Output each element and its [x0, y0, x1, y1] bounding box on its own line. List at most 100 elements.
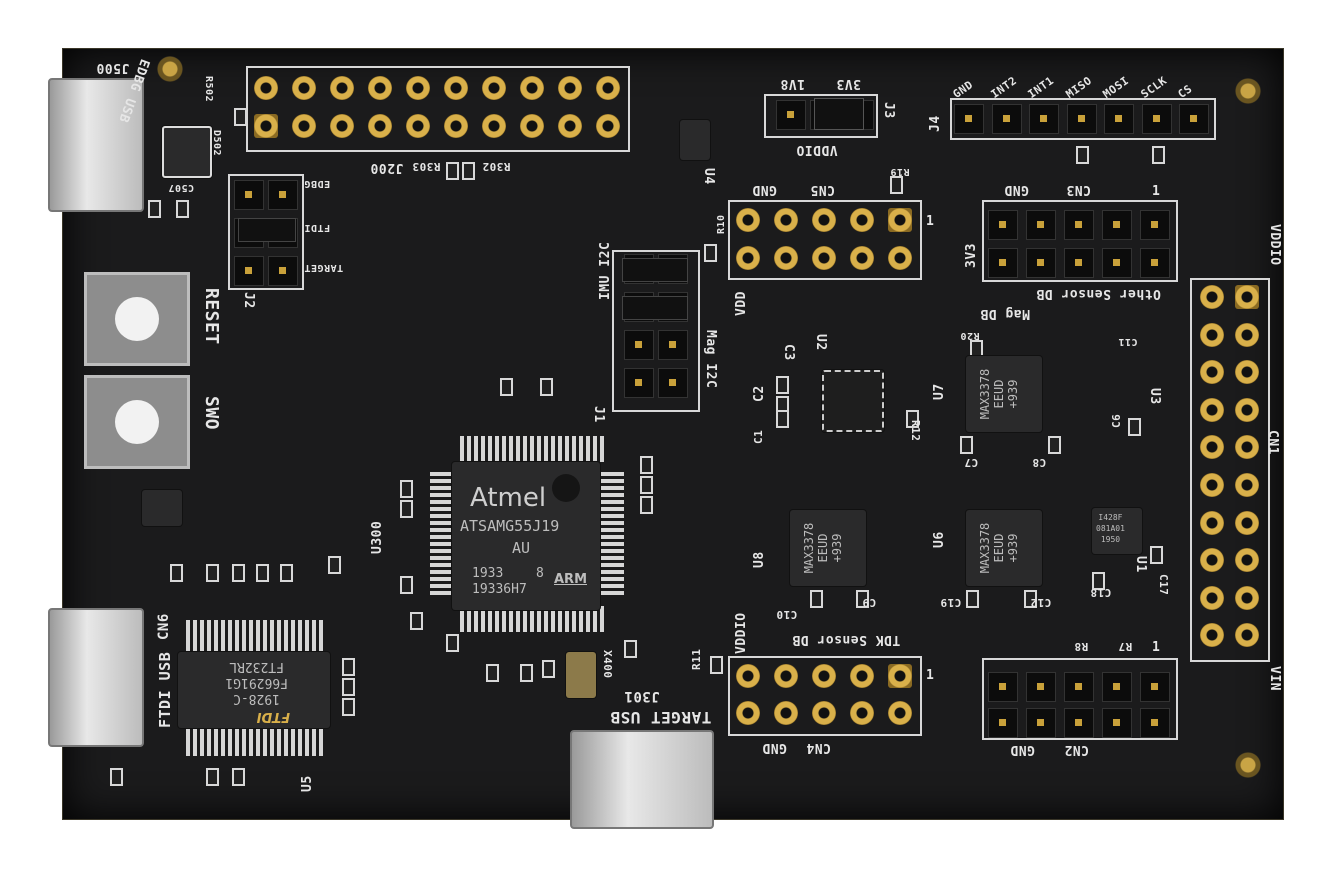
cn1-pin[interactable]: [1235, 435, 1259, 460]
j200-pin[interactable]: [330, 76, 354, 100]
cn5-pin[interactable]: [812, 208, 836, 232]
cn1-pin[interactable]: [1200, 473, 1224, 497]
j200-pin[interactable]: [596, 114, 620, 138]
j4-pin[interactable]: [1179, 104, 1209, 134]
j3-pin[interactable]: [776, 100, 806, 130]
cn5-pin[interactable]: [774, 208, 798, 232]
j200-pin[interactable]: [558, 76, 582, 100]
j4-pin[interactable]: [991, 104, 1022, 134]
cn2-pin[interactable]: [1102, 672, 1132, 702]
cn3-pin[interactable]: [1102, 210, 1132, 240]
j200-pin[interactable]: [520, 114, 544, 138]
j200-pin[interactable]: [520, 76, 544, 100]
cn1-pin[interactable]: [1235, 360, 1259, 385]
jumper-cap[interactable]: [622, 258, 688, 282]
cn2-pin[interactable]: [1140, 672, 1170, 702]
j200-pin[interactable]: [558, 114, 582, 138]
jumper-cap[interactable]: [622, 296, 688, 320]
cn1-pin[interactable]: [1200, 585, 1224, 610]
j200-pin[interactable]: [292, 76, 316, 100]
j200-pin[interactable]: [482, 114, 506, 138]
edbg-usb-connector[interactable]: [48, 78, 144, 212]
cn1-pin[interactable]: [1235, 510, 1259, 535]
cn5-pin[interactable]: [850, 208, 874, 232]
j4-pin[interactable]: [1104, 104, 1134, 134]
cn1-pin[interactable]: [1235, 623, 1259, 648]
jumper-cap[interactable]: [814, 98, 864, 130]
j4-pin[interactable]: [1029, 104, 1059, 134]
cn1-pin[interactable]: [1235, 285, 1259, 309]
cn4-pin[interactable]: [736, 664, 760, 688]
j2-pin[interactable]: [268, 256, 298, 286]
j200-pin[interactable]: [330, 114, 354, 138]
j2-pin[interactable]: [234, 256, 264, 286]
cn1-pin[interactable]: [1235, 548, 1259, 573]
cn4-pin[interactable]: [850, 664, 874, 688]
j2-pin[interactable]: [234, 180, 264, 210]
j200-pin[interactable]: [254, 114, 278, 138]
cn1-pin[interactable]: [1235, 585, 1259, 610]
j4-pin[interactable]: [1066, 104, 1097, 134]
j200-pin[interactable]: [368, 114, 392, 138]
cn3-pin[interactable]: [988, 248, 1018, 278]
cn3-pin[interactable]: [1140, 210, 1170, 240]
j1-pin[interactable]: [624, 330, 654, 360]
j4-pin[interactable]: [954, 104, 984, 134]
cn2-pin[interactable]: [988, 672, 1018, 702]
cn1-pin[interactable]: [1200, 285, 1224, 309]
j1-pin[interactable]: [658, 330, 688, 360]
cn2-pin[interactable]: [1102, 708, 1132, 738]
cn5-pin[interactable]: [850, 246, 874, 270]
cn1-pin[interactable]: [1200, 435, 1224, 460]
reset-button[interactable]: [84, 272, 190, 366]
j200-pin[interactable]: [596, 76, 620, 100]
cn1-pin[interactable]: [1200, 322, 1224, 347]
cn3-pin[interactable]: [1102, 248, 1132, 278]
cn4-pin[interactable]: [812, 701, 836, 725]
cn4-pin[interactable]: [774, 701, 798, 725]
cn3-pin[interactable]: [1140, 248, 1170, 278]
target-usb-connector[interactable]: [570, 730, 714, 829]
cn1-pin[interactable]: [1235, 322, 1259, 347]
cn4-pin[interactable]: [850, 701, 874, 725]
cn5-pin[interactable]: [888, 208, 912, 232]
j200-pin[interactable]: [406, 76, 430, 100]
cn3-pin[interactable]: [988, 210, 1018, 240]
cn3-pin[interactable]: [1026, 210, 1056, 240]
cn2-pin[interactable]: [988, 708, 1018, 738]
cn2-pin[interactable]: [1026, 672, 1056, 702]
j200-pin[interactable]: [254, 76, 278, 100]
cn5-pin[interactable]: [736, 208, 760, 232]
j2-pin[interactable]: [268, 180, 298, 210]
j1-pin[interactable]: [624, 368, 654, 398]
cn3-pin[interactable]: [1026, 248, 1056, 278]
j200-pin[interactable]: [444, 76, 468, 100]
cn2-pin[interactable]: [1064, 708, 1094, 738]
cn1-pin[interactable]: [1200, 360, 1224, 385]
cn5-pin[interactable]: [774, 246, 798, 270]
j4-pin[interactable]: [1141, 104, 1172, 134]
ftdi-usb-connector[interactable]: [48, 608, 144, 747]
cn4-pin[interactable]: [736, 701, 760, 725]
j1-pin[interactable]: [658, 368, 688, 398]
cn5-pin[interactable]: [888, 246, 912, 270]
cn2-pin[interactable]: [1064, 672, 1094, 702]
cn1-pin[interactable]: [1200, 510, 1224, 535]
cn5-pin[interactable]: [812, 246, 836, 270]
cn2-pin[interactable]: [1026, 708, 1056, 738]
j200-pin[interactable]: [292, 114, 316, 138]
cn5-pin[interactable]: [736, 246, 760, 270]
cn4-pin[interactable]: [888, 664, 912, 688]
swo-button[interactable]: [84, 375, 190, 469]
j200-pin[interactable]: [368, 76, 392, 100]
j200-pin[interactable]: [444, 114, 468, 138]
cn3-pin[interactable]: [1064, 248, 1094, 278]
j200-pin[interactable]: [406, 114, 430, 138]
cn3-pin[interactable]: [1064, 210, 1094, 240]
cn1-pin[interactable]: [1200, 397, 1224, 422]
j200-pin[interactable]: [482, 76, 506, 100]
cn4-pin[interactable]: [888, 701, 912, 725]
cn1-pin[interactable]: [1200, 623, 1224, 648]
cn1-pin[interactable]: [1235, 473, 1259, 497]
jumper-cap[interactable]: [238, 218, 296, 242]
